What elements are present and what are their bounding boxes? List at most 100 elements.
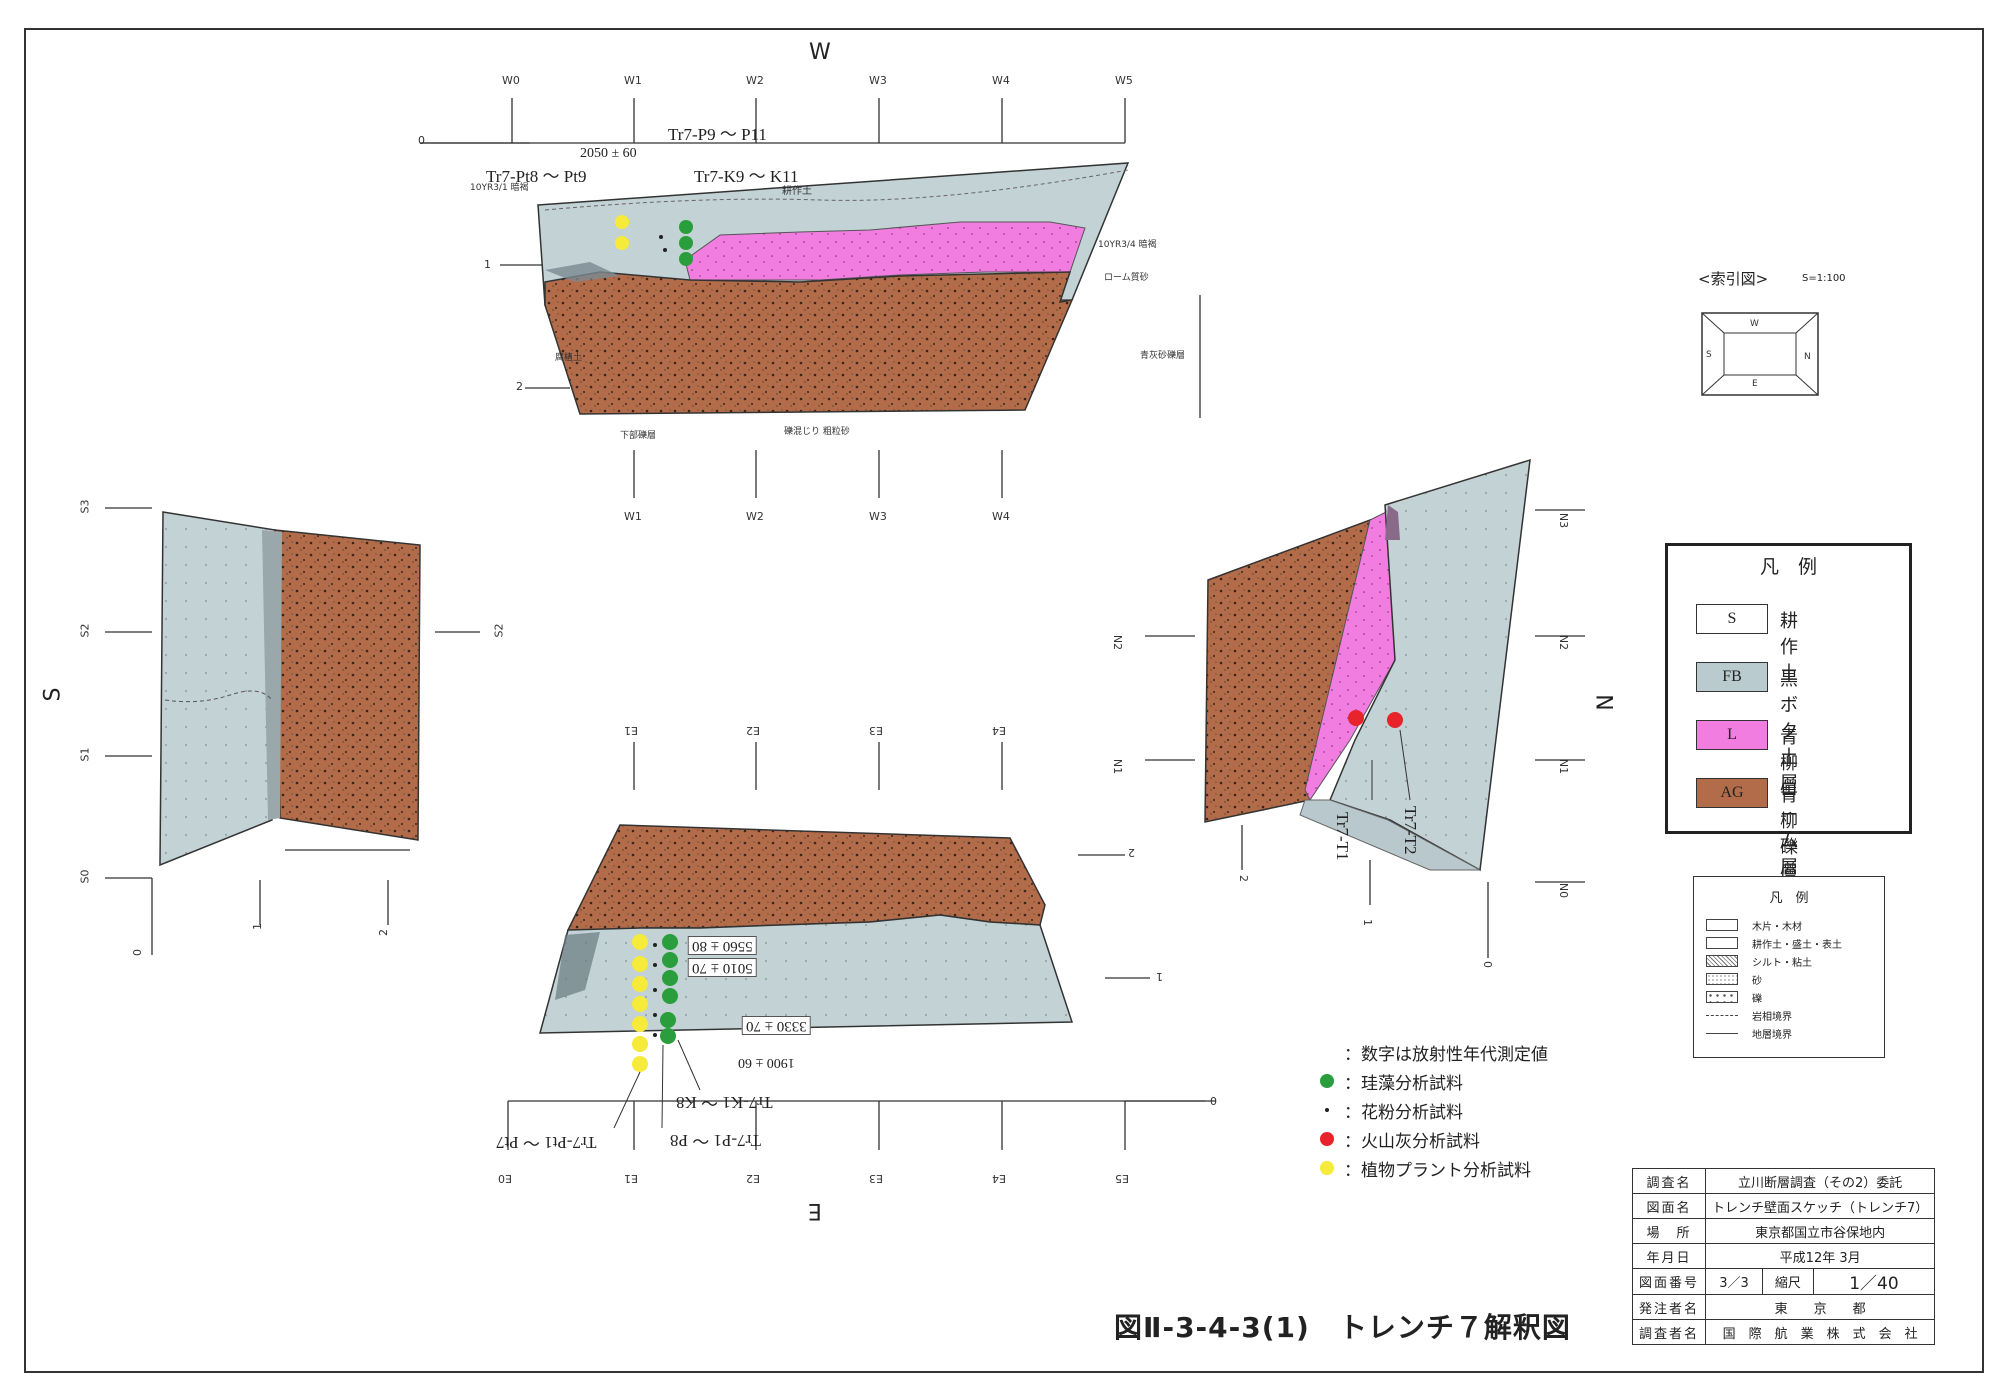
label-date-2050: 2050 ± 60 (580, 146, 637, 161)
sample-dots-bottom (613, 934, 701, 1129)
legend2-swatch-gravel (1706, 991, 1738, 1003)
index-map-w: W (1750, 319, 1759, 329)
sample-legend-dates-label: ：数字は放射性年代測定値 (1344, 1045, 1548, 1065)
label-date-1900: 1900 ± 60 (738, 1055, 795, 1070)
grid-e4: E4 (992, 1172, 1006, 1185)
legend-label-l: 青柳ローム層 (1780, 727, 1798, 878)
depth-n-1: 1 (1361, 919, 1374, 926)
title-block-key: 場 所 (1631, 1218, 1707, 1244)
phytolith-dot-icon (1320, 1161, 1334, 1175)
grid-mid-e3: E3 (869, 724, 883, 737)
legend-strata: 凡 例 S 耕作土 FB 黒ボク土層 L 青柳ローム層 AG 青柳礫層 (1665, 543, 1912, 884)
grid-w5: W5 (1115, 74, 1133, 87)
label-tr7-t1: Tr7-T1 (1333, 812, 1352, 861)
title-row: 年月日平成12年 3月 (1631, 1243, 1936, 1269)
legend2-title: 凡 例 (1769, 891, 1809, 906)
diatom-dot-icon (1320, 1074, 1334, 1088)
legend2-swatch-silt (1706, 955, 1738, 967)
legend2-swatch-sand (1706, 973, 1738, 985)
compass-s: S (40, 687, 66, 702)
grid-e1: E1 (624, 1172, 638, 1185)
grid-w4: W4 (992, 74, 1010, 87)
legend2-label-topsoil: 耕作土・盛土・表土 (1752, 940, 1842, 951)
sample-dots-top (615, 215, 693, 266)
title-block-key: 図面番号 (1631, 1268, 1707, 1295)
title-block-key: 縮尺 (1762, 1268, 1814, 1295)
note-top-8: 礫混じり 粗粒砂 (784, 427, 850, 437)
wall-west (420, 98, 1201, 498)
label-tr7-pt1-pt7: Tr7-Pt1 ～ Pt7 (496, 1133, 597, 1152)
legend-label-ag: 青柳礫層 (1780, 785, 1798, 884)
label-tr7-k9-k11: Tr7-K9 ～ K11 (694, 167, 799, 186)
legend-title: 凡 例 (1759, 556, 1817, 578)
grid-n0: N0 (1557, 882, 1571, 899)
title-row: 調査者名国 際 航 業 株 式 会 社 (1631, 1319, 1936, 1345)
legend2-swatch-strata-boundary (1706, 1033, 1738, 1034)
grid-mid-e2: E2 (746, 724, 760, 737)
compass-w: W (809, 40, 831, 65)
index-map-caption: <索引図> (1698, 270, 1769, 288)
drawing-frame (24, 28, 1984, 1373)
depth-e-1: 1 (1156, 970, 1163, 983)
title-row: 調査名立川断層調査（その2）委託 (1631, 1168, 1936, 1194)
grid-s3: S3 (78, 499, 92, 514)
grid-n2: N2 (1557, 634, 1571, 651)
index-map-n: N (1804, 352, 1811, 362)
note-top-6: 下部礫層 (620, 431, 657, 441)
title-block-value: 1／40 (1812, 1268, 1936, 1295)
legend2-label-sand: 砂 (1752, 976, 1762, 987)
tephra-dot-icon (1320, 1132, 1334, 1146)
legend2-swatch-topsoil (1706, 937, 1738, 949)
sample-legend-phytolith-label: ：植物プラント分析試料 (1344, 1161, 1531, 1181)
title-block-key: 発注者名 (1631, 1294, 1707, 1320)
sample-legend-pollen: ：花粉分析試料 (1318, 1098, 1548, 1127)
title-block-key: 年月日 (1631, 1243, 1707, 1269)
note-top-4: ローム質砂 (1104, 273, 1149, 283)
depth-e-2: 2 (1128, 846, 1135, 859)
grid-s0: S0 (78, 869, 92, 884)
title-block-value: トレンチ壁面スケッチ（トレンチ7） (1705, 1193, 1936, 1219)
label-date-3330: 3330 ± 70 (742, 1016, 811, 1035)
grid-s1: S1 (78, 747, 92, 762)
grid-n1: N1 (1557, 758, 1571, 775)
grid-n1-left: N1 (1111, 758, 1125, 775)
legend-swatch-ag: AG (1696, 778, 1768, 808)
legend2-label-gravel: 礫 (1752, 994, 1762, 1005)
label-tr7-p1-p8: Tr7-P1 ～ P8 (670, 1131, 762, 1150)
grid-s2-right: S2 (492, 623, 506, 638)
legend2-label-facies-boundary: 岩相境界 (1752, 1012, 1792, 1023)
note-top-7: 腐植土 (555, 353, 583, 363)
label-tr7-t2: Tr7-T2 (1401, 806, 1420, 855)
label-tr7-pt8-pt9: Tr7-Pt8 ～ Pt9 (486, 167, 587, 186)
grid-mid-w1: W1 (624, 510, 642, 523)
grid-e3: E3 (869, 1172, 883, 1185)
sample-legend-diatom: ：珪藻分析試料 (1318, 1069, 1548, 1098)
label-date-5560: 5560 ± 80 (688, 936, 757, 955)
title-row: 図面名トレンチ壁面スケッチ（トレンチ7） (1631, 1193, 1936, 1219)
grid-mid-e1: E1 (624, 724, 638, 737)
index-map-e: E (1752, 379, 1758, 389)
title-row: 場 所東京都国立市谷保地内 (1631, 1218, 1936, 1244)
depth-s-0: 0 (131, 949, 144, 956)
index-map-s: S (1706, 350, 1712, 360)
pollen-dot-icon (1325, 1108, 1329, 1112)
title-block-value: 立川断層調査（その2）委託 (1705, 1168, 1936, 1194)
grid-n2-left: N2 (1111, 634, 1125, 651)
grid-w0: W0 (502, 74, 520, 87)
sample-legend-pollen-label: ：花粉分析試料 (1344, 1103, 1463, 1123)
title-block-value: 東京都国立市谷保地内 (1705, 1218, 1936, 1244)
sample-legend-diatom-label: ：珪藻分析試料 (1344, 1074, 1463, 1094)
legend2-label-silt: シルト・粘土 (1752, 958, 1812, 969)
title-row: 発注者名東 京 都 (1631, 1294, 1936, 1320)
depth-top-1: 1 (484, 258, 491, 271)
note-top-1: 耕作土 (782, 186, 812, 197)
note-top-5: 青灰砂礫層 (1140, 351, 1186, 361)
wall-south (105, 507, 480, 955)
title-block-key: 調査者名 (1631, 1319, 1707, 1345)
depth-s-1: 1 (251, 923, 264, 930)
sample-legend-tephra: ：火山灰分析試料 (1318, 1127, 1548, 1156)
grid-e0: E0 (498, 1172, 512, 1185)
index-map: <索引図> S=1:100 W S N E (1698, 268, 1848, 408)
depth-n-0: 0 (1481, 961, 1494, 968)
legend-label-fb: 黒ボク土層 (1780, 669, 1798, 794)
